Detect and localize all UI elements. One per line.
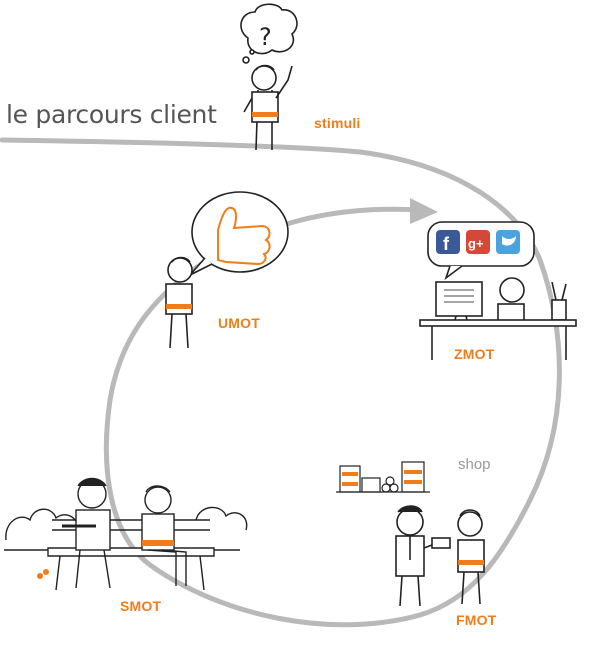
question-mark-icon: ?: [259, 23, 272, 51]
page-title: le parcours client: [6, 100, 217, 129]
stage-label-fmot: FMOT: [456, 612, 497, 628]
fmot-scene: [395, 505, 485, 607]
bench: [47, 519, 215, 591]
monitor: [435, 281, 483, 317]
thumbs-up-icon: [217, 206, 271, 266]
pen-cup: [551, 299, 567, 321]
desk: [419, 319, 577, 327]
facebook-icon: [436, 230, 460, 254]
thought-cloud: [240, 3, 298, 55]
umot-figure: [165, 191, 289, 349]
bushes: [5, 506, 248, 541]
zmot-scene: f g+: [419, 221, 577, 360]
google-plus-icon: [466, 230, 490, 254]
stimuli-figure: ?: [240, 3, 298, 151]
journey-path: [0, 137, 562, 628]
svg-text:g+: g+: [468, 236, 484, 251]
stage-label-umot: UMOT: [218, 315, 261, 331]
smot-scene: [4, 477, 248, 591]
stage-label-smot: SMOT: [120, 598, 162, 614]
stage-label-stimuli: stimuli: [314, 115, 361, 131]
svg-text:f: f: [443, 234, 450, 254]
shop-label: shop: [458, 456, 491, 473]
shop-shelf: [336, 461, 430, 493]
stage-label-zmot: ZMOT: [454, 346, 495, 362]
path-arrow-head: [410, 198, 438, 224]
